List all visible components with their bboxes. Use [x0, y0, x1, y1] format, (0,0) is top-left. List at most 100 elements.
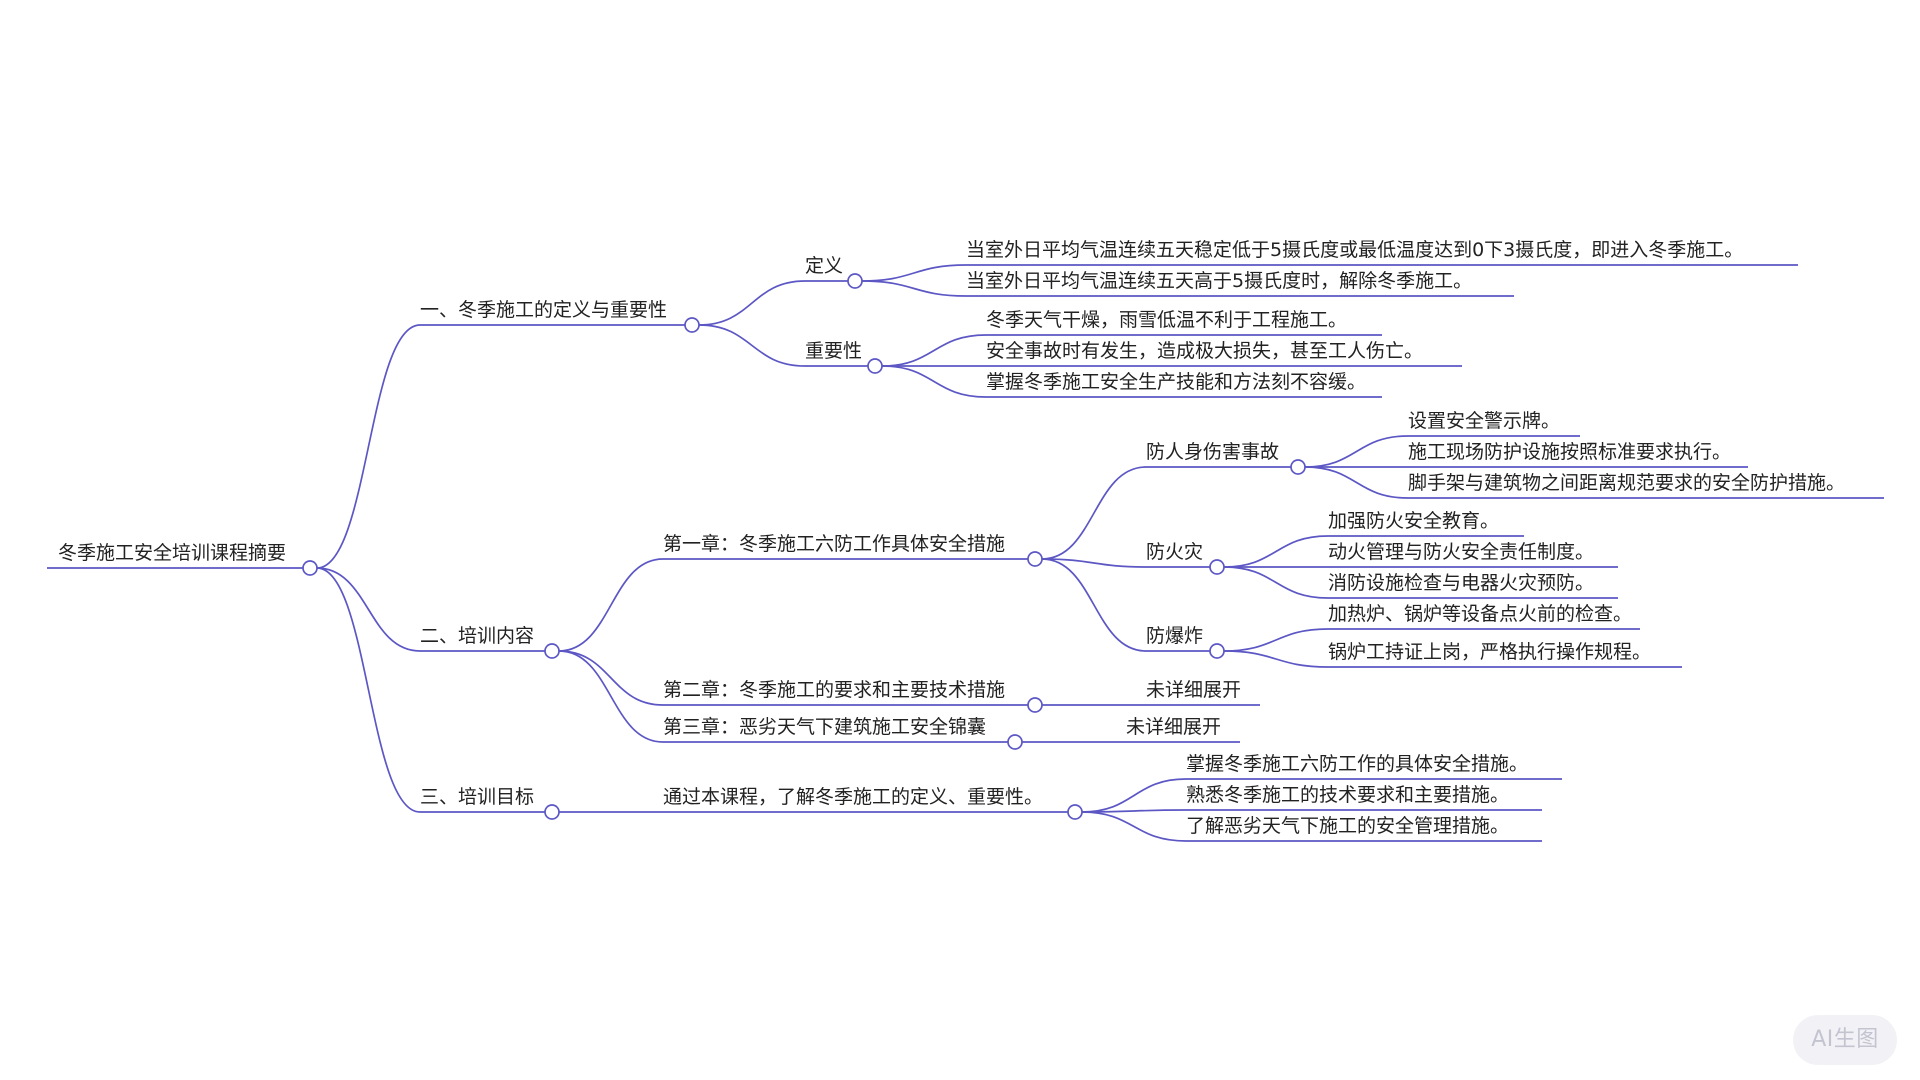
node-label: 消防设施检查与电器火灾预防。: [1328, 572, 1594, 594]
connector-curve: [558, 650, 664, 706]
node-label: 冬季天气干燥，雨雪低温不利于工程施工。: [986, 309, 1347, 331]
leaf-node: 掌握冬季施工安全生产技能和方法刻不容缓。: [986, 371, 1382, 398]
connector-curve: [881, 365, 987, 398]
node-collapse-toggle[interactable]: [1290, 459, 1306, 475]
subtopic-node: 防火灾: [1146, 541, 1225, 575]
node-label: 二、培训内容: [420, 625, 534, 647]
topic-node: 第三章：恶劣天气下建筑施工安全锦囊: [663, 716, 1023, 750]
node-label: 熟悉冬季施工的技术要求和主要措施。: [1186, 784, 1509, 806]
connector-curve: [698, 324, 806, 367]
topic-node: 通过本课程，了解冬季施工的定义、重要性。: [663, 786, 1083, 820]
node-label: 施工现场防护设施按照标准要求执行。: [1408, 441, 1731, 463]
ai-watermark-badge: AI生图: [1793, 1015, 1897, 1065]
node-label: 加强防火安全教育。: [1328, 510, 1499, 532]
connector-curve: [316, 567, 421, 813]
node-collapse-toggle[interactable]: [302, 560, 318, 576]
leaf-node: 掌握冬季施工六防工作的具体安全措施。: [1186, 753, 1562, 780]
node-collapse-toggle[interactable]: [1209, 559, 1225, 575]
subtopic-node: 防爆炸: [1146, 625, 1225, 659]
connector-curve: [1304, 435, 1409, 468]
connector-curve: [881, 334, 987, 367]
node-label: 锅炉工持证上岗，严格执行操作规程。: [1328, 641, 1651, 663]
connector-curve: [1081, 778, 1187, 813]
connector-curve: [1041, 558, 1147, 652]
node-collapse-toggle[interactable]: [1067, 804, 1083, 820]
node-label: 防人身伤害事故: [1146, 441, 1279, 463]
leaf-node: 冬季天气干燥，雨雪低温不利于工程施工。: [986, 309, 1382, 336]
node-layer: 冬季施工安全培训课程摘要 一、冬季施工的定义与重要性 定义 当室外日平均气温连续五天稳…: [47, 239, 1884, 842]
connector-curve: [1081, 811, 1187, 842]
leaf-node: 脚手架与建筑物之间距离规范要求的安全防护措施。: [1408, 472, 1884, 499]
connector-curve: [558, 650, 664, 743]
section-node: 一、冬季施工的定义与重要性: [420, 299, 700, 333]
node-collapse-toggle[interactable]: [684, 317, 700, 333]
node-label: 防火灾: [1146, 541, 1203, 563]
leaf-node: 加强防火安全教育。: [1328, 510, 1524, 537]
node-label: 第一章：冬季施工六防工作具体安全措施: [663, 533, 1005, 555]
topic-node: 定义: [805, 255, 863, 289]
connector-curve: [1041, 558, 1147, 568]
leaf-node: 当室外日平均气温连续五天高于5摄氏度时，解除冬季施工。: [966, 270, 1514, 297]
connector-curve: [1223, 650, 1329, 668]
root-node: 冬季施工安全培训课程摘要: [47, 542, 318, 576]
node-label: 定义: [805, 255, 843, 277]
node-collapse-toggle[interactable]: [1027, 551, 1043, 567]
leaf-node: 未详细展开: [1126, 716, 1240, 743]
node-collapse-toggle[interactable]: [1007, 734, 1023, 750]
topic-node: 第一章：冬季施工六防工作具体安全措施: [663, 533, 1043, 567]
connector-curve: [698, 280, 806, 326]
node-collapse-toggle[interactable]: [544, 643, 560, 659]
topic-node: 第二章：冬季施工的要求和主要技术措施: [663, 679, 1043, 713]
leaf-node: 锅炉工持证上岗，严格执行操作规程。: [1328, 641, 1682, 668]
node-collapse-toggle[interactable]: [867, 358, 883, 374]
node-label: 通过本课程，了解冬季施工的定义、重要性。: [663, 786, 1043, 808]
node-label: 了解恶劣天气下施工的安全管理措施。: [1186, 815, 1509, 837]
connector-curve: [861, 280, 967, 297]
leaf-node: 动火管理与防火安全责任制度。: [1328, 541, 1618, 568]
node-label: 第三章：恶劣天气下建筑施工安全锦囊: [663, 716, 986, 738]
node-label: 一、冬季施工的定义与重要性: [420, 299, 667, 321]
node-label: 三、培训目标: [420, 786, 534, 808]
leaf-node: 安全事故时有发生，造成极大损失，甚至工人伤亡。: [986, 340, 1462, 367]
leaf-node: 设置安全警示牌。: [1408, 410, 1580, 437]
leaf-node: 当室外日平均气温连续五天稳定低于5摄氏度或最低温度达到0下3摄氏度，即进入冬季施…: [966, 239, 1798, 266]
node-label: 未详细展开: [1146, 679, 1241, 701]
connector-curve: [1223, 535, 1329, 568]
connector-curve: [1223, 628, 1329, 652]
connector-curve: [1081, 809, 1187, 813]
connector-curve: [558, 558, 664, 652]
node-collapse-toggle[interactable]: [544, 804, 560, 820]
leaf-node: 加热炉、锅炉等设备点火前的检查。: [1328, 603, 1640, 630]
node-label: 防爆炸: [1146, 625, 1203, 647]
node-label: 动火管理与防火安全责任制度。: [1328, 541, 1594, 563]
node-label: 重要性: [805, 340, 862, 362]
topic-node: 重要性: [805, 340, 883, 374]
connector-curve: [316, 324, 421, 569]
connector-curve: [861, 264, 967, 282]
section-node: 三、培训目标: [420, 786, 560, 820]
node-label: 脚手架与建筑物之间距离规范要求的安全防护措施。: [1408, 472, 1845, 494]
node-label: 当室外日平均气温连续五天高于5摄氏度时，解除冬季施工。: [966, 270, 1472, 292]
connector-curve: [1304, 466, 1409, 499]
connector-curve: [316, 567, 421, 652]
leaf-node: 熟悉冬季施工的技术要求和主要措施。: [1186, 784, 1542, 811]
leaf-node: 未详细展开: [1146, 679, 1260, 706]
node-label: 设置安全警示牌。: [1408, 410, 1560, 432]
leaf-node: 施工现场防护设施按照标准要求执行。: [1408, 441, 1748, 468]
node-label: 第二章：冬季施工的要求和主要技术措施: [663, 679, 1005, 701]
node-collapse-toggle[interactable]: [847, 273, 863, 289]
subtopic-node: 防人身伤害事故: [1146, 441, 1306, 475]
node-label: 当室外日平均气温连续五天稳定低于5摄氏度或最低温度达到0下3摄氏度，即进入冬季施…: [966, 239, 1743, 261]
leaf-node: 消防设施检查与电器火灾预防。: [1328, 572, 1618, 599]
node-collapse-toggle[interactable]: [1027, 697, 1043, 713]
leaf-node: 了解恶劣天气下施工的安全管理措施。: [1186, 815, 1542, 842]
node-label: 加热炉、锅炉等设备点火前的检查。: [1328, 603, 1632, 625]
node-label: 掌握冬季施工六防工作的具体安全措施。: [1186, 753, 1528, 775]
connector-curve: [1223, 566, 1329, 599]
node-label: 未详细展开: [1126, 716, 1221, 738]
node-label: 安全事故时有发生，造成极大损失，甚至工人伤亡。: [986, 340, 1423, 362]
node-label: 冬季施工安全培训课程摘要: [58, 542, 286, 564]
node-collapse-toggle[interactable]: [1209, 643, 1225, 659]
section-node: 二、培训内容: [420, 625, 560, 659]
